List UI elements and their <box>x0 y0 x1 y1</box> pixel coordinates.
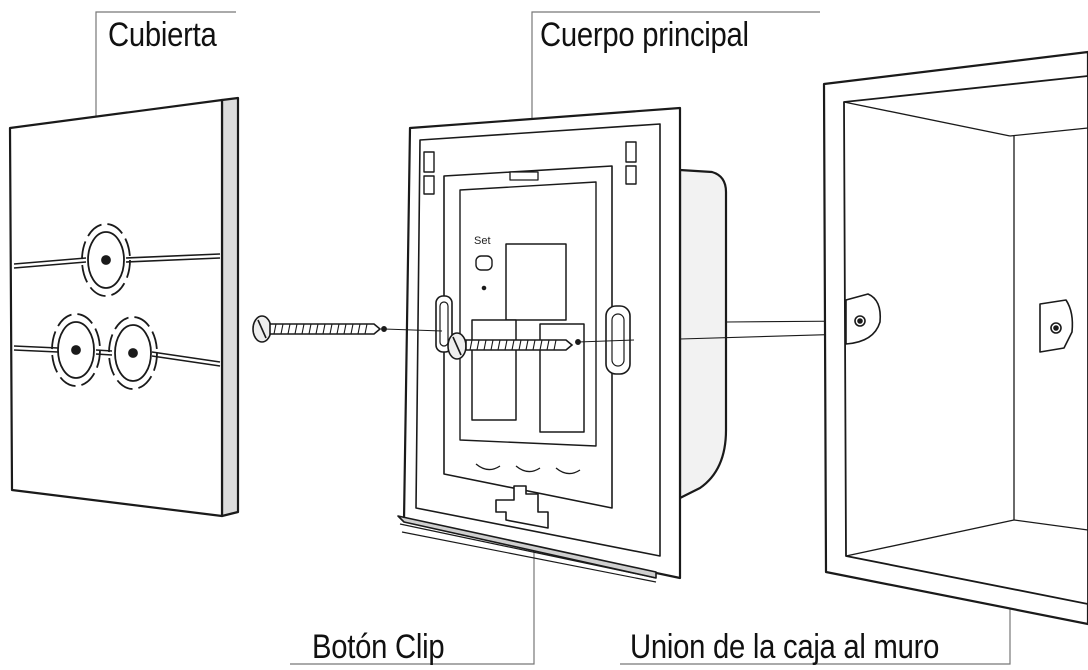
leader-clip <box>290 548 535 665</box>
cover-touch-button-right <box>108 316 158 390</box>
set-button-label: Set <box>474 235 491 247</box>
main-body: Set <box>397 106 728 583</box>
main-body-corner-slots <box>423 141 637 195</box>
clip-button <box>495 485 549 529</box>
label-main-body: Cuerpo principal <box>540 16 749 54</box>
wall-box-interior-lines <box>843 101 1088 557</box>
label-wall-box-union: Union de la caja al muro <box>630 628 940 666</box>
set-button-icon <box>475 255 493 291</box>
wall-box-mounting-lug-left <box>845 293 882 345</box>
main-body-rear-housing <box>678 168 728 500</box>
label-clip-button: Botón Clip <box>312 628 445 666</box>
leader-lines <box>95 11 1011 665</box>
main-body-terminals <box>475 463 581 475</box>
leader-main-body <box>531 11 820 128</box>
leader-box <box>620 600 1011 665</box>
cover-plate <box>8 96 240 518</box>
wall-box <box>822 50 1088 626</box>
wall-box-mounting-lug-right <box>1039 299 1074 353</box>
screw-rear <box>447 332 574 360</box>
main-body-relay-left <box>471 319 517 421</box>
main-body-inner-frame <box>415 123 661 557</box>
label-cover: Cubierta <box>108 16 217 54</box>
cover-touch-button-left <box>51 313 101 387</box>
cover-touch-button-top <box>81 223 131 297</box>
main-body-module-outer <box>443 165 613 509</box>
leader-cover <box>95 11 236 118</box>
cover-side-edge <box>220 96 240 518</box>
screw-front <box>252 315 382 343</box>
main-body-display-window <box>505 243 567 321</box>
cover-front-face <box>8 98 224 518</box>
cover-divider-lines <box>13 253 221 367</box>
wall-box-inner-opening <box>843 75 1088 605</box>
